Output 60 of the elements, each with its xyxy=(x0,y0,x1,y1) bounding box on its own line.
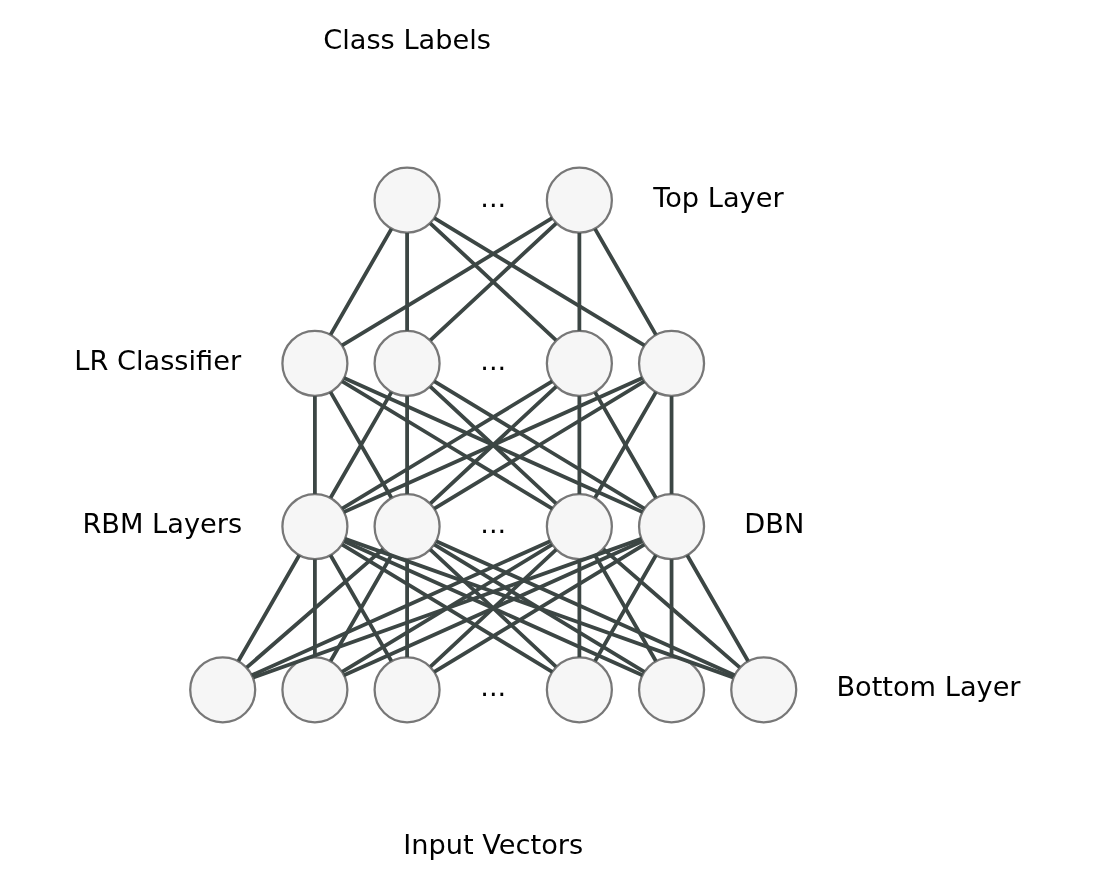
node-circle xyxy=(373,166,441,234)
connector xyxy=(685,553,750,662)
connector xyxy=(329,227,394,335)
connector xyxy=(429,384,558,505)
label: ... xyxy=(480,507,507,539)
node-circle xyxy=(373,655,441,723)
connector xyxy=(593,227,658,335)
connector xyxy=(593,553,658,662)
connector xyxy=(313,558,317,657)
node-circle xyxy=(730,655,798,723)
connector xyxy=(429,547,558,668)
connector xyxy=(433,379,646,510)
label: Bottom Layer xyxy=(836,670,1021,702)
node-circle xyxy=(281,492,349,560)
node-circle xyxy=(545,492,613,560)
connector xyxy=(669,395,674,494)
connector xyxy=(251,539,551,677)
connector xyxy=(405,558,409,657)
connector xyxy=(343,375,644,514)
node-circle xyxy=(545,655,613,723)
connector xyxy=(669,558,674,657)
connector xyxy=(433,216,646,347)
node-circle xyxy=(373,329,441,397)
node-circle xyxy=(373,492,441,560)
connector xyxy=(245,547,385,669)
node-circle xyxy=(637,329,706,397)
connector xyxy=(343,539,644,677)
connector xyxy=(236,553,301,662)
label: Class Labels xyxy=(323,23,491,55)
connector xyxy=(433,542,646,673)
label: ... xyxy=(480,181,507,213)
label: LR Classifier xyxy=(74,344,242,376)
node-circle xyxy=(545,166,613,234)
connector xyxy=(593,390,658,499)
connector xyxy=(341,542,554,673)
label: Top Layer xyxy=(653,181,784,213)
connector xyxy=(405,395,409,494)
connector xyxy=(252,536,643,679)
connector xyxy=(341,216,554,347)
connector xyxy=(435,539,736,677)
node-circle xyxy=(545,329,613,397)
connector xyxy=(577,558,582,657)
connector xyxy=(313,395,317,494)
node-circle xyxy=(281,655,349,723)
connector xyxy=(577,395,582,494)
connector xyxy=(602,547,741,669)
connector xyxy=(344,536,734,679)
connector xyxy=(429,221,558,341)
connector xyxy=(341,379,554,510)
connector xyxy=(405,232,409,331)
label: DBN xyxy=(744,507,805,539)
node-circle xyxy=(281,329,349,397)
node-circle xyxy=(189,655,257,723)
label: RBM Layers xyxy=(82,507,243,539)
node-circle xyxy=(637,492,706,560)
label: Input Vectors xyxy=(403,828,584,860)
label: ... xyxy=(480,344,507,376)
connector xyxy=(577,232,582,331)
label: ... xyxy=(480,670,507,702)
node-circle xyxy=(637,655,706,723)
